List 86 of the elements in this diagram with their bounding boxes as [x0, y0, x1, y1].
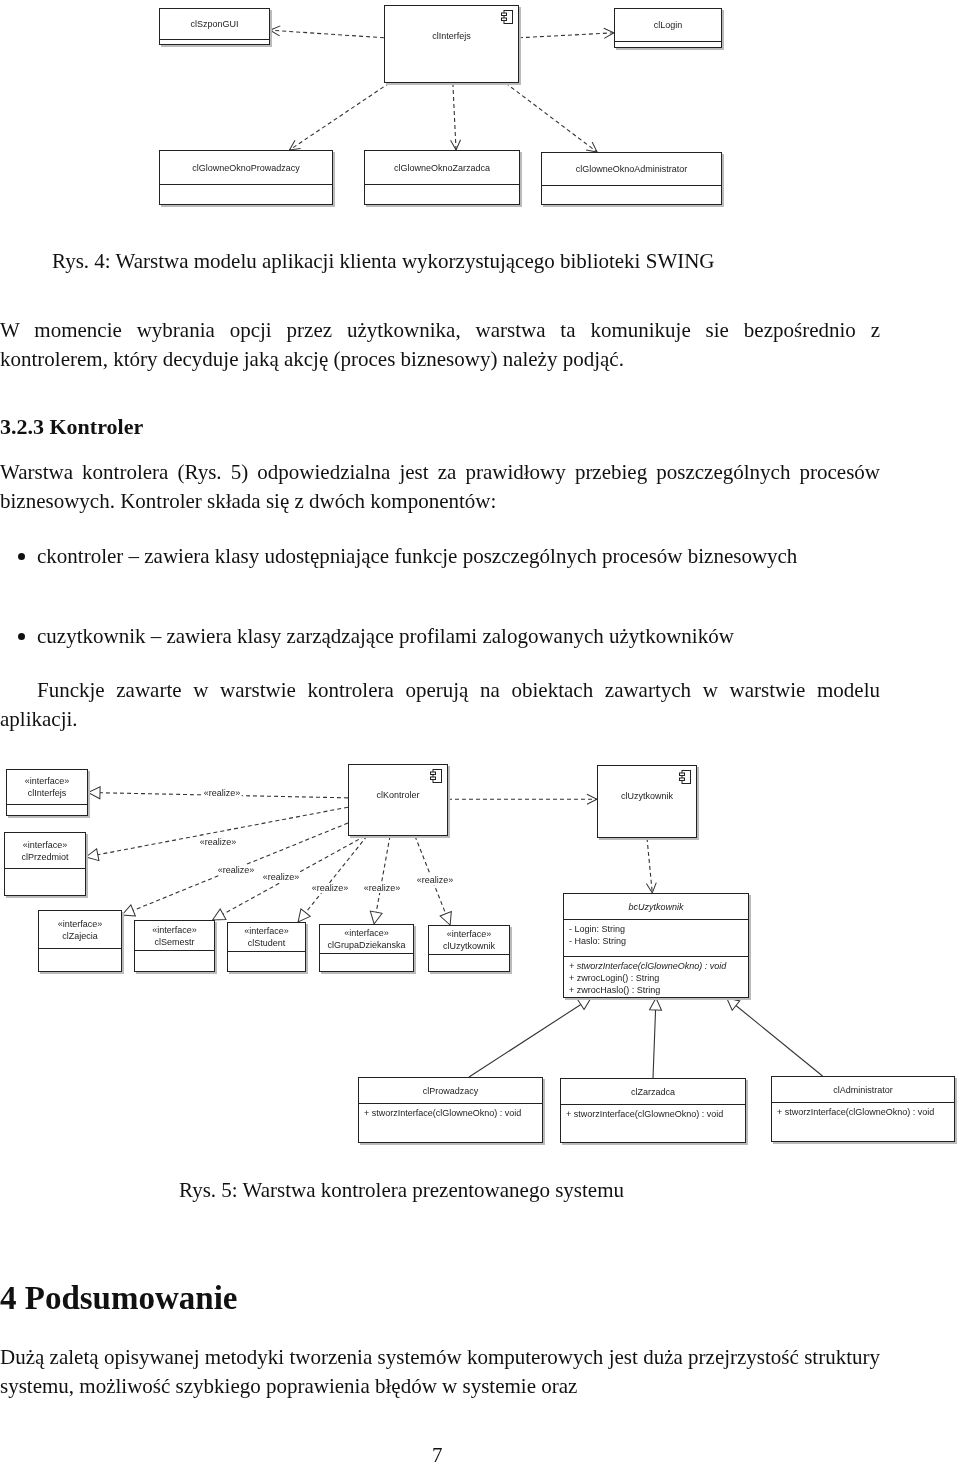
interface-box [6, 769, 88, 816]
realization-arrow [369, 835, 391, 925]
method-text: + zwrocHaslo() : String [569, 984, 661, 996]
dependency-arrow [518, 27, 615, 39]
realization-arrow [297, 835, 368, 923]
interface-name: clStudent [247, 937, 286, 949]
stereotype-label: «interface» [244, 925, 289, 937]
realization-arrow [121, 822, 349, 917]
body-paragraph: Warstwa kontrolera (Rys. 5) odpowiedzialna jest za prawidłowy przebieg poszczególnych procesów biznesowych. Kontroler składa się z dwóch komponentów: [0, 459, 880, 515]
stereotype-label: «interface» [22, 838, 68, 851]
class-box [560, 1078, 746, 1143]
class-name: clGlowneOknoProwadzacy [192, 161, 300, 174]
method-text: + stworzInterface(clGlowneOkno) : void [566, 1108, 724, 1120]
interface-name: clInterfejs [27, 787, 67, 799]
interface-name: clZajecia [62, 929, 98, 942]
realization-arrow [85, 806, 349, 862]
class-name: clAdministrator [833, 1083, 893, 1096]
stereotype-label: «interface» [152, 923, 197, 936]
class-box [771, 1076, 955, 1142]
realization-arrow [87, 786, 349, 800]
section-heading: 4 Podsumowanie [0, 1279, 238, 1318]
edge-label: «realize» [198, 837, 238, 847]
class-box [541, 152, 722, 205]
interface-box [38, 910, 122, 972]
generalization-arrow [468, 997, 592, 1078]
component-name: clInterfejs [432, 30, 471, 42]
body-paragraph: Funckje zawarte w warstwie kontrolera operują na obiektach zawartych w warstwie modelu aplikacji. [0, 677, 880, 733]
class-name: clLogin [653, 19, 683, 31]
class-name: clGlowneOknoZarzadca [393, 161, 490, 174]
dependency-arrow [645, 837, 657, 894]
page-number: 7 [432, 1442, 443, 1466]
method-text: + stworzInterface(clGlowneOkno) : void [569, 960, 727, 972]
dependency-arrow [450, 82, 462, 151]
class-box [364, 150, 520, 205]
edge-label: «realize» [202, 788, 242, 798]
list-item: ckontroler – zawiera klasy udostępniające funkcje poszczególnych procesów biznesowych [37, 543, 799, 570]
figure-caption: Rys. 4: Warstwa modelu aplikacji klienta wykorzystującego biblioteki SWING [52, 248, 715, 275]
class-box [614, 8, 722, 48]
list-item: cuzytkownik – zawiera klasy zarządzające profilami zalogowanych użytkowników [37, 623, 735, 650]
edge-label: «realize» [310, 883, 350, 893]
body-paragraph: W momencie wybrania opcji przez użytkownika, warstwa ta komunikuje sie bezpośrednio z kontrolerem, który decyduje jaką akcję (proces biznesowy) należy podjąć. [0, 317, 880, 373]
interface-box [4, 832, 86, 896]
edge-label: «realize» [362, 883, 402, 893]
method-text: + stworzInterface(clGlowneOkno) : void [364, 1107, 522, 1119]
component-box [384, 5, 519, 83]
interface-name: clUzytkownik [443, 940, 495, 952]
class-name: clGlowneOknoAdministrator [575, 163, 688, 175]
stereotype-label: «interface» [57, 917, 103, 930]
class-name: clSzponGUI [190, 18, 239, 30]
class-name: clZarzadca [631, 1085, 675, 1098]
class-name: clProwadzacy [422, 1084, 479, 1097]
component-name: clKontroler [376, 789, 420, 801]
component-box [597, 765, 697, 838]
component-name: clUzytkownik [621, 790, 673, 802]
dependency-arrow [288, 82, 390, 151]
attribute-text: - Haslo: String [569, 935, 627, 947]
interface-box [227, 922, 306, 972]
stereotype-label: «interface» [446, 928, 492, 940]
class-box [159, 150, 333, 205]
interface-name: clSemestr [154, 935, 195, 948]
interface-box [319, 924, 414, 972]
body-paragraph: Dużą zaletą opisywanej metodyki tworzenia systemów komputerowych jest duża przejrzystość struktury systemu, możliwość szybkiego poprawienia błędów w systemie oraz [0, 1344, 880, 1400]
edge-label: «realize» [415, 875, 455, 885]
component-box [348, 764, 448, 836]
edge-label: «realize» [261, 872, 301, 882]
interface-name: clPrzedmiot [21, 850, 69, 863]
interface-name: clGrupaDziekanska [327, 939, 406, 951]
interface-box [428, 925, 510, 972]
stereotype-label: «interface» [24, 775, 70, 787]
class-box [159, 8, 270, 45]
section-heading: 3.2.3 Kontroler [0, 413, 144, 441]
dependency-arrow [447, 793, 598, 805]
edge-label: «realize» [216, 865, 256, 875]
realization-arrow [414, 835, 452, 926]
class-box [358, 1077, 543, 1143]
dependency-arrow [269, 25, 385, 39]
interface-box [134, 920, 215, 972]
figure-caption: Rys. 5: Warstwa kontrolera prezentowanego systemu [179, 1177, 624, 1204]
class-name: bcUzytkownik [628, 900, 684, 913]
generalization-arrow [726, 997, 824, 1077]
generalization-arrow [649, 997, 663, 1079]
class-box [563, 893, 749, 998]
method-text: + stworzInterface(clGlowneOkno) : void [777, 1106, 935, 1118]
method-text: + zwrocLogin() : String [569, 972, 660, 984]
attribute-text: - Login: String [569, 923, 626, 935]
stereotype-label: «interface» [344, 927, 389, 939]
